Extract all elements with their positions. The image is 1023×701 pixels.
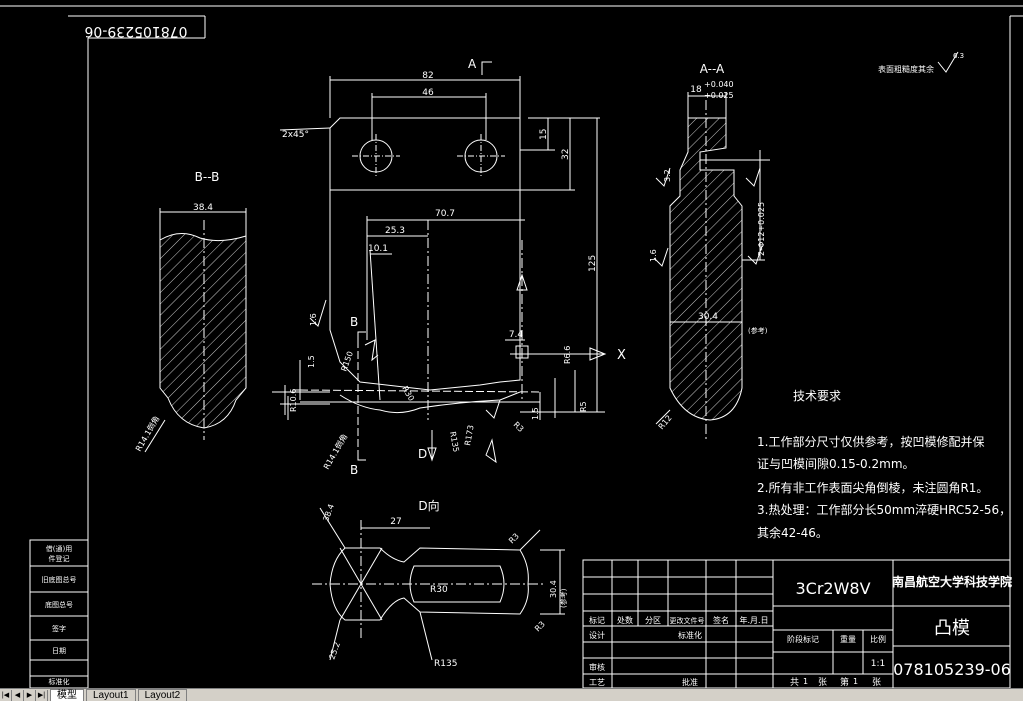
- dim-18-tol-lo: +0.025: [704, 91, 734, 100]
- dim-7-4: 7.4: [509, 330, 524, 340]
- sheet-current: 1: [853, 677, 858, 686]
- drawing-number: 078105239-06: [893, 660, 1011, 679]
- first-tab-button[interactable]: |◀: [0, 689, 12, 701]
- tech-req-line-2: 证与凹模间隙0.15-0.2mm。: [757, 457, 915, 471]
- scale-value: 1:1: [871, 659, 885, 669]
- ref-note-aa: (参考): [748, 326, 768, 335]
- radius-r10-6: R10.6: [289, 389, 298, 412]
- front-view: [272, 61, 607, 464]
- view-d: [312, 507, 565, 661]
- row-label-count: 处数: [617, 615, 633, 625]
- ref-note-d: (参考): [559, 588, 568, 608]
- row-label-signature: 签名: [713, 615, 729, 625]
- radius-r30-d: R30: [430, 585, 448, 595]
- dim-46: 46: [422, 88, 434, 98]
- radius-r135-d: R135: [434, 659, 457, 669]
- section-bb-view: [144, 208, 247, 453]
- radius-r6-6: R6.6: [563, 346, 572, 364]
- chamfer-note: 2x45°: [282, 130, 309, 140]
- dim-1-5-right: 1.5: [531, 407, 540, 420]
- tech-req-line-3: 2.所有非工作表面尖角倒棱，未注圆角R1。: [757, 480, 988, 495]
- part-name: 凸模: [934, 618, 970, 639]
- last-tab-button[interactable]: ▶|: [36, 689, 48, 701]
- radius-r173: R173: [463, 424, 475, 446]
- sheets-word: 张: [818, 677, 827, 688]
- roughness-3-2: 3.2: [663, 169, 672, 182]
- school-name: 南昌航空大学科技学院: [892, 574, 1012, 589]
- side-stamp-grid: [29, 539, 89, 689]
- radius-r135: R135: [448, 431, 460, 453]
- dim-25-3: 25.3: [385, 226, 405, 236]
- scale-label: 比例: [870, 634, 886, 644]
- standard-label: 标准化: [678, 630, 702, 640]
- side-label-4: 底图总号: [45, 600, 73, 609]
- stamp-number: 078105239-06: [84, 23, 187, 39]
- sheets-total: 1: [803, 677, 808, 686]
- layout-tab-bar: |◀ ◀ ▶ ▶| 模型 Layout1 Layout2: [0, 688, 1023, 701]
- dim-10-1: 10.1: [368, 244, 388, 254]
- section-mark-a: A: [468, 57, 477, 71]
- dim-30-4-aa: 30.4: [698, 312, 718, 322]
- side-label-6: 日期: [52, 647, 66, 655]
- dim-32: 32: [561, 149, 571, 160]
- roughness-1-6-aa: 1.6: [649, 249, 658, 262]
- process-label: 工艺: [589, 678, 605, 687]
- row-label-change-doc: 更改文件号: [670, 616, 705, 625]
- view-d-title: D向: [418, 498, 439, 513]
- side-label-3: 旧底图总号: [42, 575, 77, 584]
- side-label-2: 件登记: [49, 554, 70, 563]
- view-mark-d: D: [418, 447, 427, 461]
- sheet-n-label: 第: [840, 676, 849, 688]
- tech-req-line-5: 其余42-46。: [757, 525, 828, 540]
- dim-15: 15: [539, 129, 549, 140]
- view-mark-x: X: [617, 348, 626, 363]
- dim-125: 125: [588, 255, 598, 272]
- roughness-symbol: [937, 51, 959, 73]
- holes-note: 2-Φ12+0.025: [757, 202, 766, 256]
- sheet-word-2: 张: [872, 677, 881, 688]
- section-mark-b-bottom: B: [350, 463, 358, 477]
- roughness-note: 表面粗糙度其余: [878, 64, 934, 74]
- dim-30-4-d: 30.4: [549, 580, 558, 598]
- next-tab-button[interactable]: ▶: [24, 689, 36, 701]
- dim-82: 82: [422, 71, 433, 81]
- tab-model[interactable]: 模型: [50, 689, 84, 701]
- section-aa-title: A--A: [700, 62, 725, 76]
- tab-layout1[interactable]: Layout1: [86, 689, 136, 701]
- dim-18: 18: [690, 85, 702, 95]
- dim-38-4-bb: 38.4: [193, 203, 213, 213]
- section-aa-view: [653, 92, 770, 440]
- tech-req-line-1: 1.工作部分尺寸仅供参考，按凹模修配并保: [757, 434, 984, 449]
- designer-label: 设计: [589, 630, 605, 640]
- tab-layout2[interactable]: Layout2: [137, 689, 188, 701]
- row-label-zone: 分区: [645, 616, 661, 625]
- side-label-8: 标准化: [49, 677, 70, 686]
- sheets-label: 共: [790, 677, 799, 688]
- approve-label: 批准: [682, 677, 698, 687]
- roughness-1-6-front: 1.6: [309, 313, 318, 326]
- section-bb-title: B--B: [195, 170, 220, 184]
- roughness-value: 6.3: [953, 52, 964, 60]
- prev-tab-button[interactable]: ◀: [12, 689, 24, 701]
- section-mark-b-top: B: [350, 315, 358, 329]
- review-label: 审核: [589, 662, 605, 672]
- row-label-mark: 标记: [589, 615, 605, 625]
- radius-r11-2: R5: [579, 401, 588, 412]
- dim-70-7: 70.7: [435, 209, 455, 219]
- title-block-grid: [582, 559, 1011, 689]
- material-name: 3Cr2W8V: [795, 579, 870, 598]
- dim-1-5-left: 1.5: [307, 355, 316, 368]
- dim-18-tol-up: +0.040: [704, 80, 734, 89]
- tech-req-line-4: 3.热处理：工作部分长50mm淬硬HRC52-56，: [757, 502, 1011, 517]
- side-label-5: 签字: [52, 624, 66, 633]
- row-label-date: 年.月.日: [739, 615, 768, 625]
- tech-req-title: 技术要求: [793, 389, 841, 403]
- side-label-1: 借(通)用: [46, 544, 72, 553]
- dim-27: 27: [390, 517, 401, 527]
- stage-label: 阶段标记: [787, 634, 819, 644]
- weight-label: 重量: [840, 634, 856, 644]
